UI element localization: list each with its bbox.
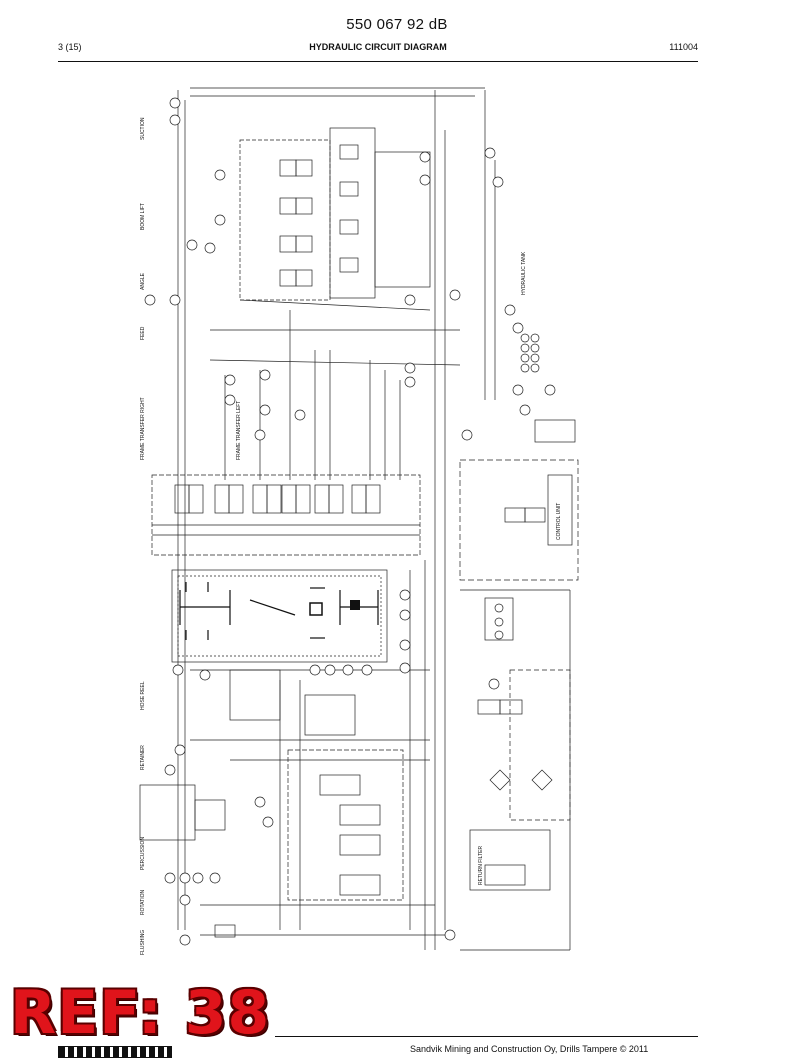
circuit-drawing: SUCTION BOOM LIFT ANGLE FEED FRAME TRANS… (139, 87, 579, 955)
document-number: 550 067 92 dB (346, 16, 448, 33)
label-boom-lift: BOOM LIFT (140, 203, 146, 230)
label-rotation: ROTATION (140, 890, 146, 915)
label-flushing: FLUSHING (140, 930, 146, 955)
label-percussion: PERCUSSION (140, 837, 146, 870)
label-hose-reel: HOSE REEL (140, 681, 146, 710)
label-frame-transfer-left: FRAME TRANSFER LEFT (236, 401, 242, 460)
label-frame-transfer-right: FRAME TRANSFER RIGHT (140, 397, 146, 460)
sandvik-logo (58, 1046, 172, 1058)
document-code: 111004 (669, 42, 698, 52)
footer-divider (275, 1036, 698, 1037)
label-return-filter: RETURN FILTER (478, 846, 484, 885)
page-header: 3 (15) HYDRAULIC CIRCUIT DIAGRAM 111004 (58, 42, 698, 58)
label-retainer: RETAINER (140, 745, 146, 770)
page-title: HYDRAULIC CIRCUIT DIAGRAM (309, 42, 447, 52)
label-feed: FEED (140, 326, 146, 340)
hydraulic-circuit-diagram: SUCTION BOOM LIFT ANGLE FEED FRAME TRANS… (130, 70, 590, 960)
label-angle: ANGLE (140, 272, 146, 290)
ref-stamp: REF: 38 (10, 978, 271, 1048)
page-number: 3 (15) (58, 42, 82, 52)
label-hydraulic-tank: HYDRAULIC TANK (521, 251, 527, 295)
label-control-unit: CONTROL UNIT (556, 503, 562, 540)
header-divider (58, 61, 698, 62)
label-suction: SUCTION (140, 117, 146, 140)
footer-copyright: Sandvik Mining and Construction Oy, Dril… (410, 1044, 649, 1054)
